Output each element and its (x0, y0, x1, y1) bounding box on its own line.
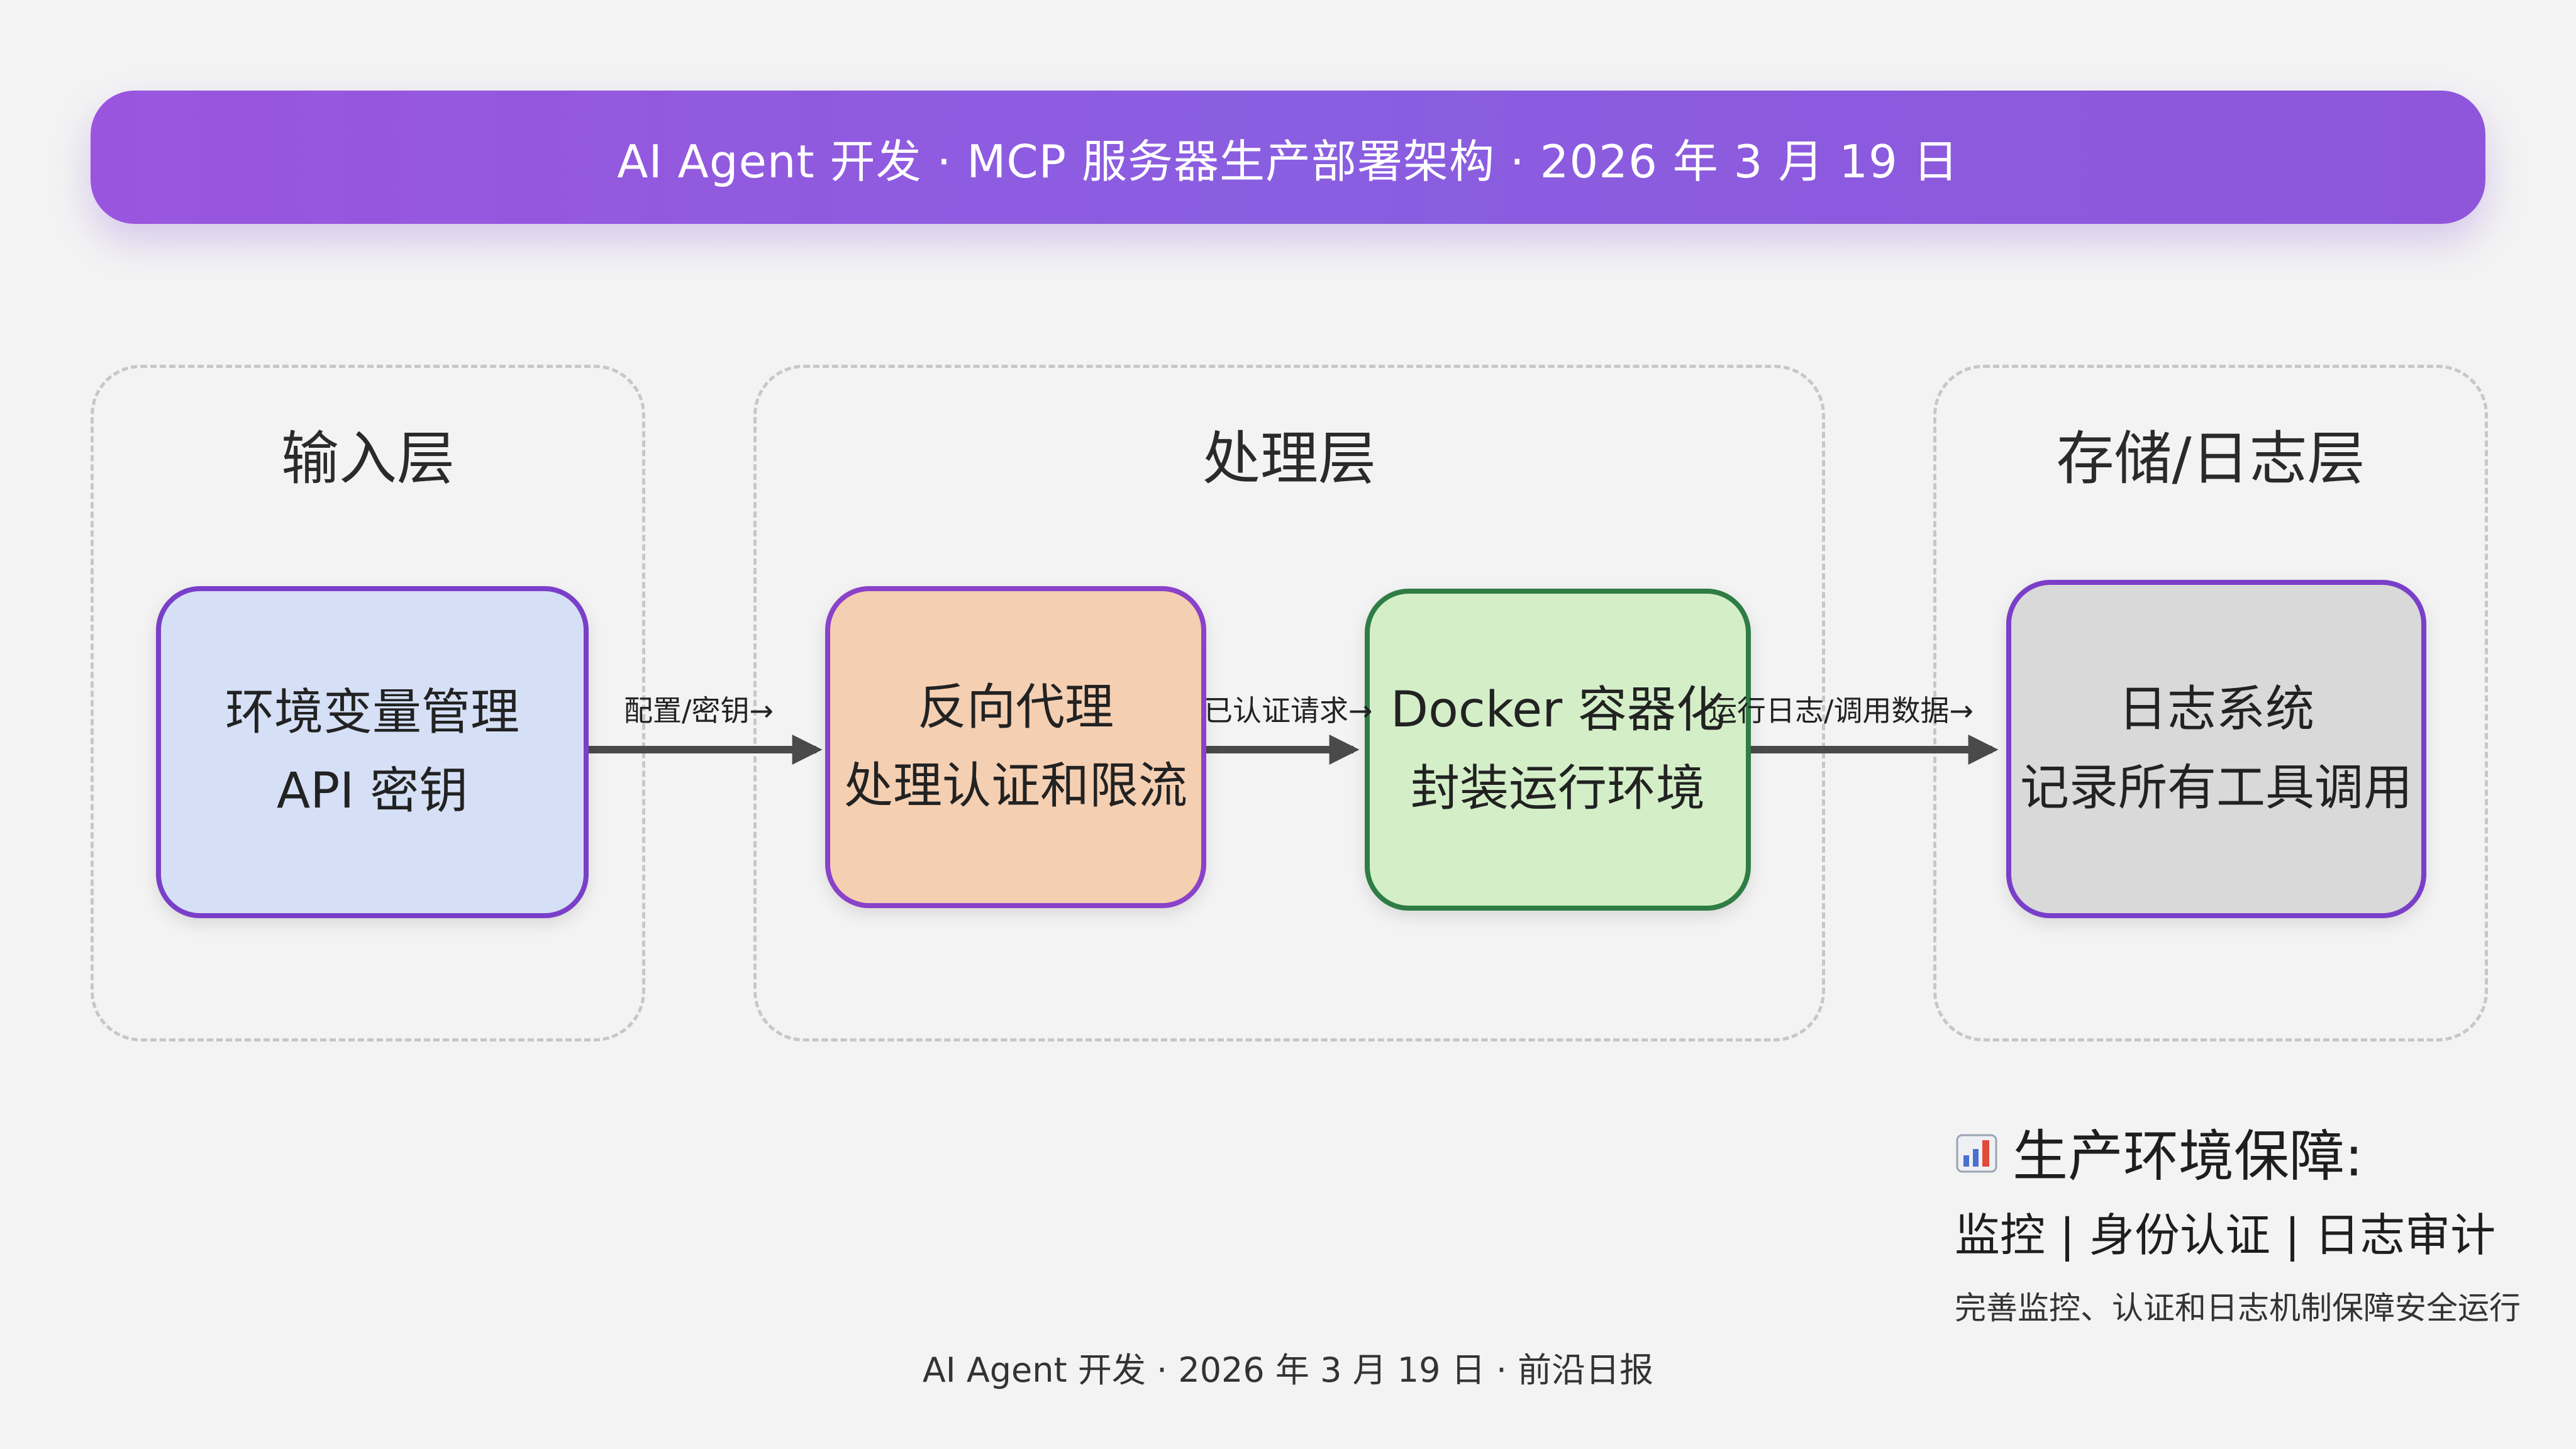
processing-layer: 处理层 (753, 365, 1825, 1041)
footer-text: AI Agent 开发 · 2026 年 3 月 19 日 · 前沿日报 (922, 1350, 1654, 1390)
log-system-node-subtitle: 记录所有工具调用 (2019, 760, 2412, 816)
reverse-proxy-node-title: 反向代理 (917, 679, 1114, 736)
edge-label-authenticated-request: 已认证请求→ (1204, 694, 1373, 728)
docker-node-subtitle: 封装运行环境 (1410, 760, 1705, 817)
input-layer-title: 输入层 (280, 425, 455, 492)
log-system-node-title: 日志系统 (2118, 681, 2314, 738)
edge-label-config-key: 配置/密钥→ (624, 694, 774, 728)
legend-items: 监控 | 身份认证 | 日志审计 (1955, 1209, 2496, 1262)
log-system-node: 日志系统 记录所有工具调用 (2006, 580, 2426, 918)
legend-note: 完善监控、认证和日志机制保障安全运行 (1955, 1290, 2521, 1326)
input-layer: 输入层 (91, 365, 645, 1041)
env-var-node: 环境变量管理 API 密钥 (156, 586, 589, 918)
bar-chart-icon (1956, 1134, 1997, 1172)
reverse-proxy-node: 反向代理 处理认证和限流 (825, 586, 1206, 908)
edge-label-runtime-logs: 运行日志/调用数据→ (1708, 694, 1974, 728)
reverse-proxy-node-subtitle: 处理认证和限流 (843, 758, 1187, 814)
env-var-node-subtitle: API 密钥 (276, 763, 469, 819)
storage-log-layer: 存储/日志层 (1933, 365, 2488, 1041)
docker-node: Docker 容器化 封装运行环境 (1365, 589, 1751, 911)
env-var-node-title: 环境变量管理 (225, 684, 519, 741)
title-banner: AI Agent 开发 · MCP 服务器生产部署架构 · 2026 年 3 月… (91, 91, 2485, 224)
docker-node-title: Docker 容器化 (1391, 682, 1725, 739)
banner-title: AI Agent 开发 · MCP 服务器生产部署架构 · 2026 年 3 月… (617, 135, 1959, 188)
processing-layer-title: 处理层 (1202, 425, 1376, 492)
storage-log-layer-title: 存储/日志层 (2056, 425, 2365, 492)
legend-title: 生产环境保障: (1955, 1112, 2363, 1192)
legend-title-text: 生产环境保障: (2012, 1124, 2363, 1189)
